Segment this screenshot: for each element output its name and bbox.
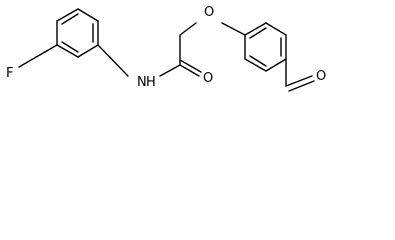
double-bond-inner bbox=[61, 13, 79, 25]
fluorine-atom-label: F bbox=[6, 66, 13, 81]
aldehyde-carbonyl-bond bbox=[288, 80, 315, 92]
aldehyde-oxygen-atom-label: O bbox=[316, 69, 326, 84]
ether-oxygen-atom-label: O bbox=[204, 5, 214, 20]
ether-bond bbox=[179, 22, 197, 36]
double-bond-inner bbox=[249, 27, 267, 39]
fluorophenyl-ring bbox=[56, 8, 99, 58]
bond bbox=[56, 8, 79, 22]
bond bbox=[244, 58, 267, 72]
bond bbox=[77, 8, 99, 22]
double-bond-inner bbox=[61, 41, 79, 53]
bond bbox=[265, 22, 287, 36]
molecule-drawing: F N H O O O bbox=[6, 5, 326, 92]
ether-aryl-bond bbox=[221, 22, 246, 36]
carbonyl-bond bbox=[179, 59, 202, 73]
aryl-nitrogen-bond bbox=[97, 44, 129, 77]
bond bbox=[244, 22, 267, 36]
bond bbox=[56, 44, 79, 58]
bond bbox=[77, 44, 99, 58]
structure-diagram: F N H O O O bbox=[0, 0, 395, 107]
double-bond-inner bbox=[249, 55, 267, 67]
amide-bond bbox=[159, 64, 181, 77]
carbonyl-bond bbox=[179, 64, 200, 77]
amide-oxygen-atom-label: O bbox=[203, 71, 213, 86]
carbon-fluorine-bond bbox=[18, 44, 58, 68]
hydrogen-atom-label: H bbox=[146, 75, 156, 90]
aldehyde-carbonyl-bond bbox=[285, 75, 313, 87]
nitrogen-atom-label: N bbox=[137, 75, 147, 90]
formylphenyl-ring bbox=[244, 22, 287, 72]
bond bbox=[265, 58, 287, 72]
